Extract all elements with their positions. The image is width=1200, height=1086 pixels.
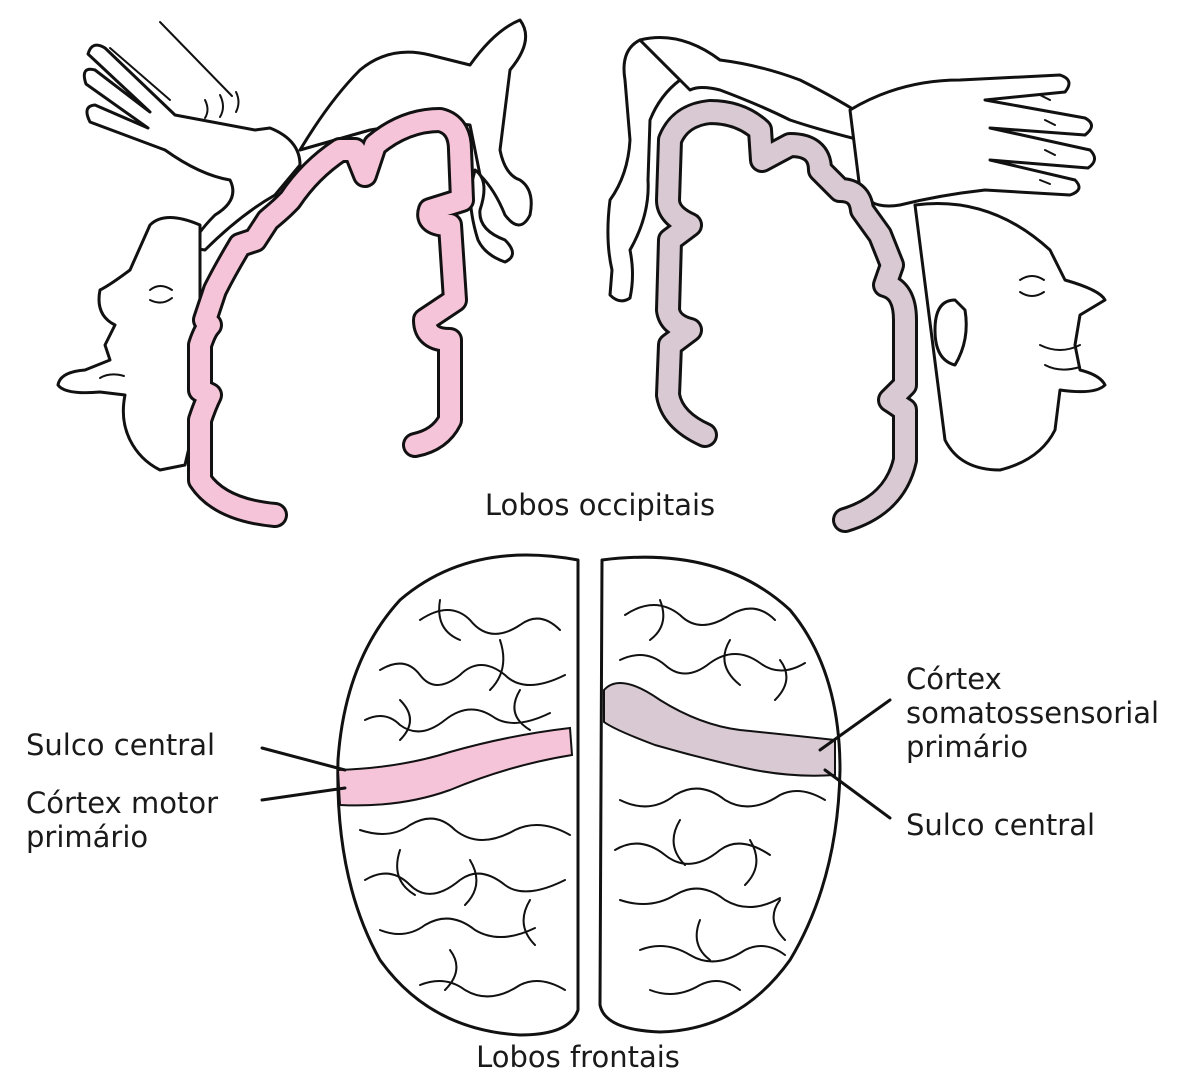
sensory-cortex-band-fill: [658, 102, 915, 530]
sensory-nail-marks: [1039, 94, 1056, 185]
sensory-hand: [848, 73, 1096, 208]
left-gyri: [359, 599, 571, 998]
left-hemisphere: [336, 553, 580, 1037]
right-gyri: [614, 599, 826, 995]
leader-right-cortex: [818, 698, 892, 752]
primary-somatosensory-cortex-label: Córtex somatossensorial primário: [906, 662, 1159, 764]
sensory-label-line1: Córtex: [906, 662, 1002, 696]
motor-label-line1: Córtex motor: [26, 786, 219, 820]
motor-eye-icon: [149, 285, 173, 304]
motor-homunculus: [56, 18, 533, 528]
sensory-label-line2: somatossensorial: [906, 696, 1160, 730]
motor-foot: [468, 168, 514, 264]
motor-thumb: [109, 21, 233, 101]
motor-label-line2: primário: [26, 820, 149, 854]
brain-top-view: [260, 553, 892, 1037]
leader-right-sulcus: [823, 768, 892, 820]
primary-motor-cortex-label: Córtex motor primário: [26, 786, 218, 854]
sensory-homunculus: [606, 36, 1107, 533]
motor-tongue-line: [99, 373, 125, 379]
right-sensory-band: [603, 682, 836, 777]
right-central-sulcus-label: Sulco central: [906, 808, 1096, 842]
motor-hand: [82, 43, 302, 252]
left-central-sulcus-label: Sulco central: [26, 728, 216, 762]
sensory-eye-icon: [1019, 275, 1045, 297]
right-hemisphere: [598, 555, 842, 1034]
sensory-mouth-lines: [1039, 344, 1081, 371]
frontal-lobes-label: Lobos frontais: [476, 1040, 680, 1074]
sensory-ear: [933, 298, 968, 367]
motor-palm-lines: [204, 91, 240, 119]
occipital-lobes-label: Lobos occipitais: [484, 488, 716, 522]
leader-left-motor: [260, 786, 347, 802]
leader-left-sulcus: [260, 746, 347, 772]
sensory-label-line3: primário: [906, 730, 1029, 764]
sensory-leg: [606, 38, 682, 303]
motor-face: [56, 216, 202, 472]
left-motor-band: [336, 726, 574, 807]
motor-cortex-band-fill: [190, 110, 472, 525]
sensory-face: [913, 201, 1107, 472]
